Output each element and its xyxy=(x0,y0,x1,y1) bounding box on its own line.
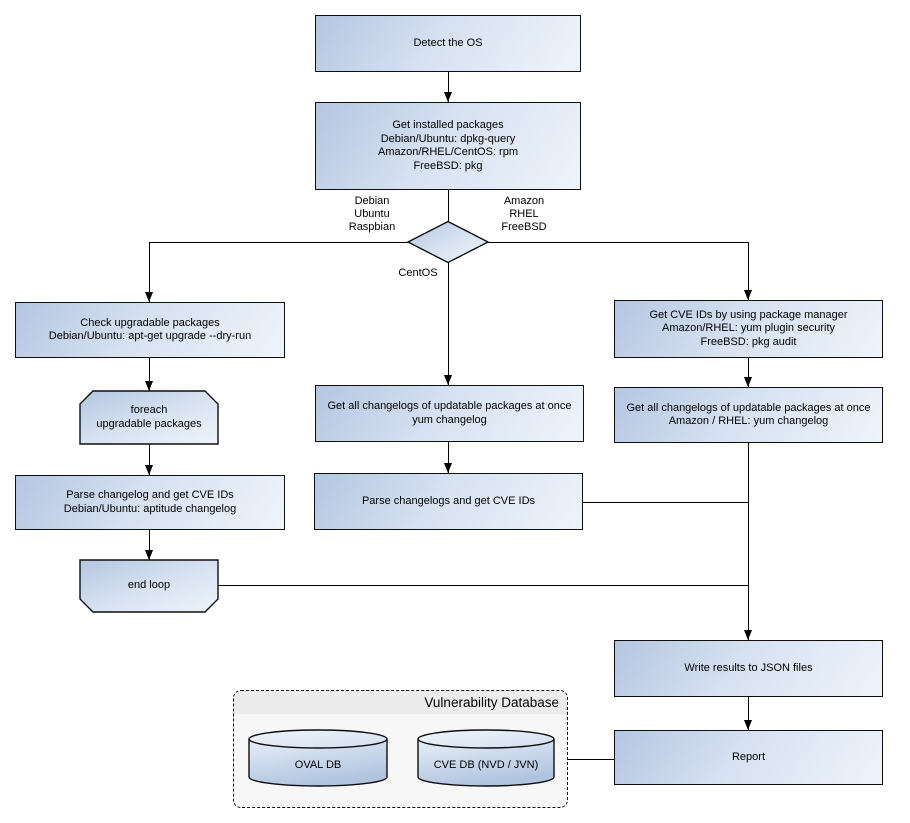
edge-endloop-to-trunk xyxy=(218,584,748,586)
node-detect-os: Detect the OS xyxy=(315,15,581,72)
edge-centos-branch-down xyxy=(447,262,449,385)
edge-detect-to-installed xyxy=(447,72,449,102)
foreach-loop-label: foreach upgradable packages xyxy=(96,404,202,430)
edge-trunk-to-write xyxy=(747,443,749,640)
edge-left-branch-down xyxy=(148,242,150,302)
node-report: Report xyxy=(614,730,883,785)
arrowhead xyxy=(443,92,452,102)
node-parse-changelogs-centos: Parse changelogs and get CVE IDs xyxy=(314,473,583,530)
arrowhead xyxy=(743,290,752,300)
decision-os-diamond xyxy=(406,220,490,264)
arrowhead xyxy=(443,375,452,385)
arrowhead xyxy=(743,377,752,387)
branch-label-amazon: Amazon RHEL FreeBSD xyxy=(501,195,547,233)
branch-label-debian: Debian Ubuntu Raspbian xyxy=(348,195,396,233)
edge-write-to-report xyxy=(747,697,749,730)
edge-decision-left-horizontal xyxy=(149,241,408,243)
oval-db-cylinder-icon: OVAL DB xyxy=(248,729,388,788)
edge-check-to-foreach xyxy=(148,358,150,391)
arrowhead xyxy=(144,381,153,391)
edge-changelogs-to-parse-mid xyxy=(447,442,449,473)
branch-label-centos: CentOS xyxy=(398,267,438,279)
node-check-upgradable-packages: Check upgradable packages Debian/Ubuntu:… xyxy=(15,302,285,358)
arrowhead xyxy=(144,292,153,302)
cve-db-cylinder-icon: CVE DB (NVD / JVN) xyxy=(417,729,555,788)
node-get-installed-packages: Get installed packages Debian/Ubuntu: dp… xyxy=(315,102,581,190)
edge-parse-to-endloop xyxy=(148,530,150,560)
edge-foreach-to-parse xyxy=(148,444,150,475)
node-get-changelogs-rhel: Get all changelogs of updatable packages… xyxy=(614,387,883,443)
edge-installed-to-decision xyxy=(447,190,449,222)
arrowhead xyxy=(144,465,153,475)
cve-db-label: CVE DB (NVD / JVN) xyxy=(433,758,539,771)
end-loop-label: end loop xyxy=(127,579,171,592)
node-write-results-json: Write results to JSON files xyxy=(614,640,883,697)
node-foreach-loop-start xyxy=(79,390,219,445)
edge-right-branch-down xyxy=(747,242,749,300)
arrowhead xyxy=(144,550,153,560)
edge-parse-mid-to-trunk xyxy=(583,501,748,503)
node-parse-changelog-debian: Parse changelog and get CVE IDs Debian/U… xyxy=(15,475,285,530)
node-end-loop xyxy=(79,559,219,613)
edge-cvedb-to-report xyxy=(555,758,614,760)
arrowhead xyxy=(743,720,752,730)
vulnerability-database-title: Vulnerability Database xyxy=(234,691,567,714)
edge-cve-to-changelogs-right xyxy=(747,358,749,387)
node-get-cve-ids-package-manager: Get CVE IDs by using package manager Ama… xyxy=(614,300,883,358)
arrowhead xyxy=(443,463,452,473)
node-get-changelogs-centos: Get all changelogs of updatable packages… xyxy=(315,385,584,442)
edge-decision-right-horizontal xyxy=(488,241,748,243)
oval-db-label: OVAL DB xyxy=(294,758,342,771)
arrowhead xyxy=(743,630,752,640)
